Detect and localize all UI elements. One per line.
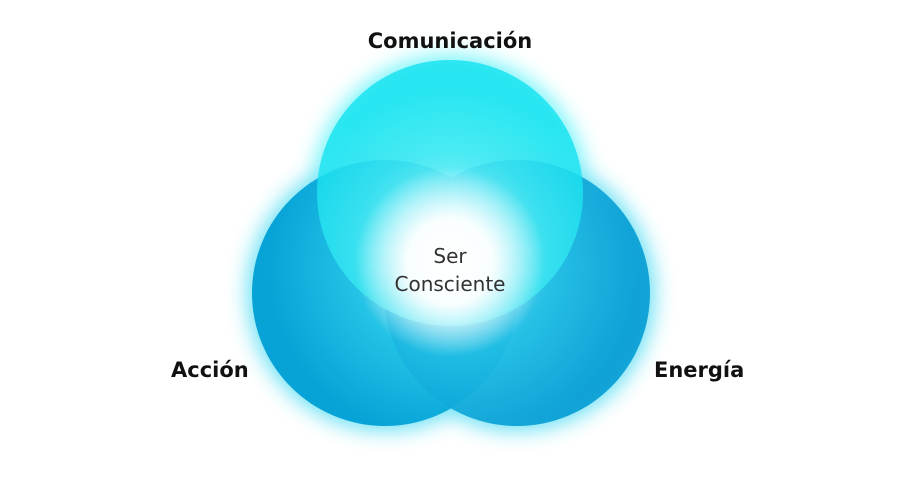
label-comunicacion: Comunicación bbox=[367, 29, 533, 53]
center-label: Ser Consciente bbox=[350, 242, 550, 298]
center-label-line1: Ser bbox=[433, 244, 467, 268]
label-accion: Acción bbox=[171, 358, 249, 382]
label-energia: Energía bbox=[654, 358, 745, 382]
center-label-line2: Consciente bbox=[394, 272, 506, 296]
center-glow bbox=[355, 167, 545, 357]
